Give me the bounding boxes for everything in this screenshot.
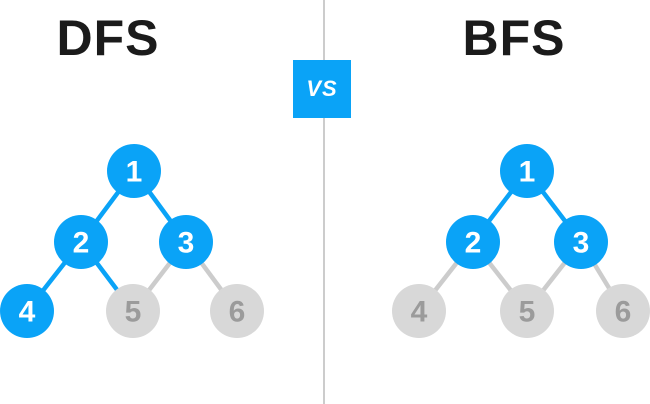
dfs-node-2 [54, 215, 108, 269]
bfs-node-label-3: 3 [573, 227, 590, 260]
bfs-node-4 [392, 284, 446, 338]
bfs-node-3 [554, 215, 608, 269]
dfs-node-label-6: 6 [229, 296, 246, 329]
dfs-node-label-5: 5 [125, 296, 142, 329]
divider-line [323, 0, 325, 404]
dfs-node-6 [210, 284, 264, 338]
bfs-node-label-2: 2 [465, 227, 482, 260]
bfs-title: BFS [462, 10, 566, 66]
bfs-node-2 [446, 215, 500, 269]
dfs-node-label-2: 2 [73, 227, 90, 260]
bfs-node-1 [500, 144, 554, 198]
dfs-node-label-1: 1 [126, 156, 143, 189]
dfs-node-3 [159, 215, 213, 269]
dfs-node-4 [0, 284, 54, 338]
dfs-title: DFS [56, 10, 160, 66]
vs-label: VS [306, 76, 338, 101]
dfs-node-1 [107, 144, 161, 198]
dfs-node-5 [106, 284, 160, 338]
dfs-node-label-4: 4 [19, 296, 36, 329]
bfs-node-label-5: 5 [519, 296, 536, 329]
bfs-node-label-1: 1 [519, 156, 536, 189]
dfs-node-label-3: 3 [178, 227, 195, 260]
bfs-node-label-4: 4 [411, 296, 428, 329]
bfs-node-6 [596, 284, 650, 338]
bfs-node-5 [500, 284, 554, 338]
bfs-node-label-6: 6 [615, 296, 632, 329]
vs-badge: VS [293, 60, 351, 118]
